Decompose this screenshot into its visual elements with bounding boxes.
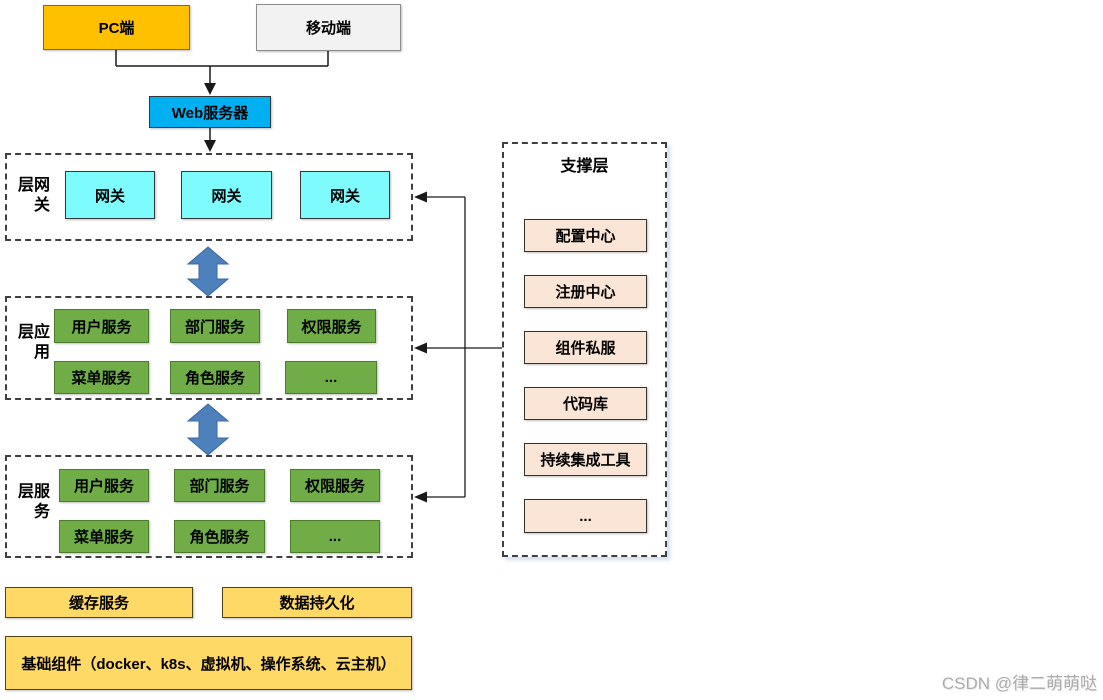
gateway-layer-label: 网关层 (15, 176, 48, 216)
support-bus-line (426, 196, 502, 498)
service-box: 角色服务 (174, 520, 265, 553)
service-layer: 服务层 用户服务 部门服务 权限服务 菜单服务 角色服务 ... (5, 455, 413, 558)
app-service-box: 菜单服务 (54, 361, 149, 394)
gateway-layer: 网关层 网关 网关 网关 (5, 153, 413, 241)
data-persistence-box: 数据持久化 (222, 587, 412, 618)
application-layer-label: 应用层 (15, 323, 48, 363)
support-box: 注册中心 (524, 275, 647, 308)
support-box-more: ... (524, 499, 647, 533)
double-arrow-app-service (186, 403, 230, 456)
arrowhead-to-app (414, 342, 427, 354)
app-service-box: 部门服务 (170, 309, 260, 343)
app-service-box: 角色服务 (170, 361, 260, 394)
cache-service-box: 缓存服务 (5, 587, 193, 618)
support-layer: 支撑层 配置中心 注册中心 组件私服 代码库 持续集成工具 ... (502, 142, 667, 557)
client-fork-line (115, 50, 329, 86)
gateway-box: 网关 (300, 171, 390, 219)
service-box: 权限服务 (290, 469, 380, 502)
support-box: 配置中心 (524, 219, 647, 252)
mobile-client-box: 移动端 (256, 4, 401, 51)
arrowhead-to-gateway-layer (204, 140, 216, 152)
service-box-more: ... (290, 520, 380, 553)
service-layer-label: 服务层 (15, 481, 48, 522)
arrowhead-to-service (414, 491, 427, 503)
application-layer: 应用层 用户服务 部门服务 权限服务 菜单服务 角色服务 ... (5, 296, 413, 400)
app-service-box: 用户服务 (54, 309, 149, 343)
app-service-box-more: ... (285, 361, 377, 394)
service-box: 用户服务 (59, 469, 149, 502)
arrowhead-to-gateway (414, 191, 427, 203)
double-arrow-gateway-app (186, 246, 230, 297)
app-service-box: 权限服务 (287, 309, 376, 343)
csdn-watermark: CSDN @律二萌萌哒 (941, 674, 1097, 693)
support-box: 持续集成工具 (524, 443, 647, 476)
service-box: 部门服务 (174, 469, 265, 502)
gateway-box: 网关 (181, 171, 272, 219)
arrowhead-to-web-server (204, 83, 216, 95)
service-box: 菜单服务 (59, 520, 149, 553)
base-components-box: 基础组件（docker、k8s、虚拟机、操作系统、云主机） (5, 636, 412, 690)
support-box: 代码库 (524, 387, 647, 420)
web-server-box: Web服务器 (149, 96, 271, 128)
pc-client-box: PC端 (43, 5, 190, 50)
gateway-box: 网关 (65, 171, 155, 219)
support-box: 组件私服 (524, 331, 647, 364)
support-layer-title: 支撑层 (560, 158, 609, 175)
